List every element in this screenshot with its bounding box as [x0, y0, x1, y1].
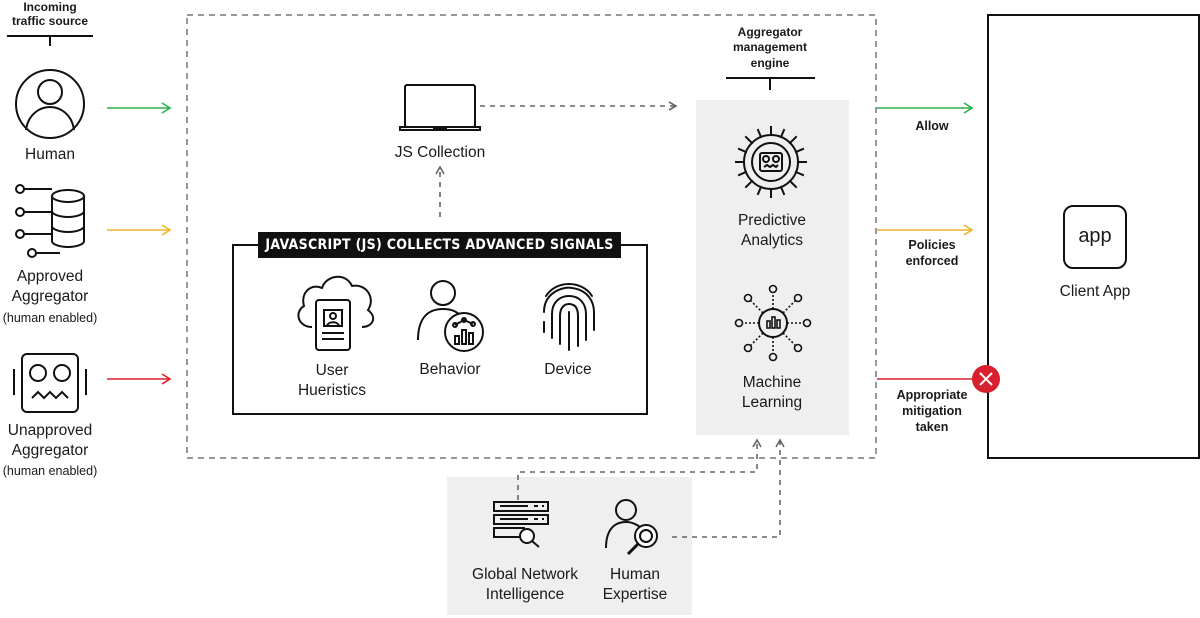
neural-network-icon: [734, 284, 812, 362]
arrow-network-to-engine: [517, 438, 762, 500]
source-sublabel-unapproved: (human enabled): [2, 464, 98, 478]
arrow-expertise-to-engine: [672, 438, 785, 538]
signal-label-device: Device: [544, 361, 592, 378]
engine-header: Aggregator management engine: [732, 25, 808, 70]
incoming-header: Incoming traffic source: [11, 0, 89, 29]
js-collection-label: JS Collection: [394, 144, 486, 161]
source-label-approved: Approved Aggregator: [11, 268, 89, 306]
input-label-network: Global Network Intelligence: [472, 566, 578, 604]
block-x-icon: [972, 365, 1000, 393]
outcome-label-policies: Policies enforced: [905, 238, 959, 268]
fingerprint-icon: [543, 283, 595, 351]
outcome-label-allow: Allow: [915, 119, 949, 133]
gear-robot-icon: [735, 126, 807, 198]
outcome-label-mitigation: Appropriate mitigation taken: [896, 388, 968, 434]
person-search-icon: [605, 499, 658, 556]
source-sublabel-approved: (human enabled): [2, 311, 98, 325]
server-search-icon: [493, 501, 549, 548]
signal-label-user-heuristics: User Hueristics: [297, 362, 367, 400]
database-icon: [15, 184, 85, 258]
client-app-box: [987, 14, 1200, 459]
robot-face-icon: [13, 353, 87, 413]
cloud-tablet-user-icon: [297, 275, 375, 351]
engine-label-ml: Machine Learning: [741, 374, 803, 412]
input-label-expertise: Human Expertise: [602, 566, 668, 604]
engine-label-predictive: Predictive Analytics: [737, 212, 807, 250]
laptop-icon: [399, 84, 481, 131]
human-icon: [15, 69, 85, 139]
signals-banner: JAVASCRIPT (JS) COLLECTS ADVANCED SIGNAL…: [258, 232, 621, 258]
platform-frame: [186, 14, 877, 459]
source-label-unapproved: Unapproved Aggregator: [7, 422, 93, 460]
app-icon[interactable]: app: [1063, 205, 1127, 269]
engine-panel: [696, 100, 849, 435]
source-label-human: Human: [25, 146, 75, 163]
client-app-label: Client App: [1059, 283, 1131, 300]
signal-label-behavior: Behavior: [419, 361, 481, 378]
person-chart-icon: [417, 280, 484, 352]
